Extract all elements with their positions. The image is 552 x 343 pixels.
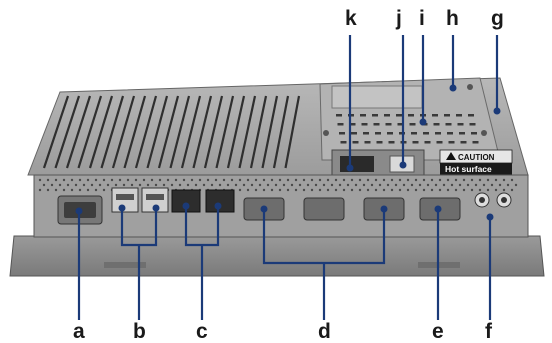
heatsink-fins <box>42 95 301 169</box>
caution-subtitle: Hot surface <box>445 164 492 174</box>
callout-c: c <box>196 320 208 343</box>
warning-triangle-icon <box>446 152 456 160</box>
callout-i: i <box>419 7 425 30</box>
screw-top <box>467 84 473 90</box>
callout-j: j <box>395 7 402 30</box>
callout-k: k <box>345 7 357 30</box>
bezel-slot-left <box>104 262 146 268</box>
screw-left <box>323 130 329 136</box>
ethernet-ports <box>171 189 235 213</box>
callout-dots <box>75 84 501 221</box>
callout-leaders <box>77 35 499 320</box>
top-callout-labels: k j i h g <box>345 7 504 30</box>
serial-ports <box>243 197 405 221</box>
slot-opening <box>340 156 374 172</box>
screw-right <box>481 130 487 136</box>
callout-d: d <box>318 320 331 343</box>
caution-title: CAUTION <box>458 153 495 162</box>
callout-h: h <box>446 7 459 30</box>
callout-e: e <box>432 320 444 343</box>
bottom-callout-labels: a b c d e f <box>73 320 493 343</box>
front-bezel <box>9 235 545 277</box>
callout-f: f <box>485 320 493 343</box>
audio-jacks <box>474 192 512 208</box>
caution-label: CAUTION Hot surface <box>439 149 513 175</box>
cover-recess <box>331 85 423 109</box>
callout-b: b <box>133 320 146 343</box>
callout-g: g <box>491 7 504 30</box>
callout-a: a <box>73 320 85 343</box>
